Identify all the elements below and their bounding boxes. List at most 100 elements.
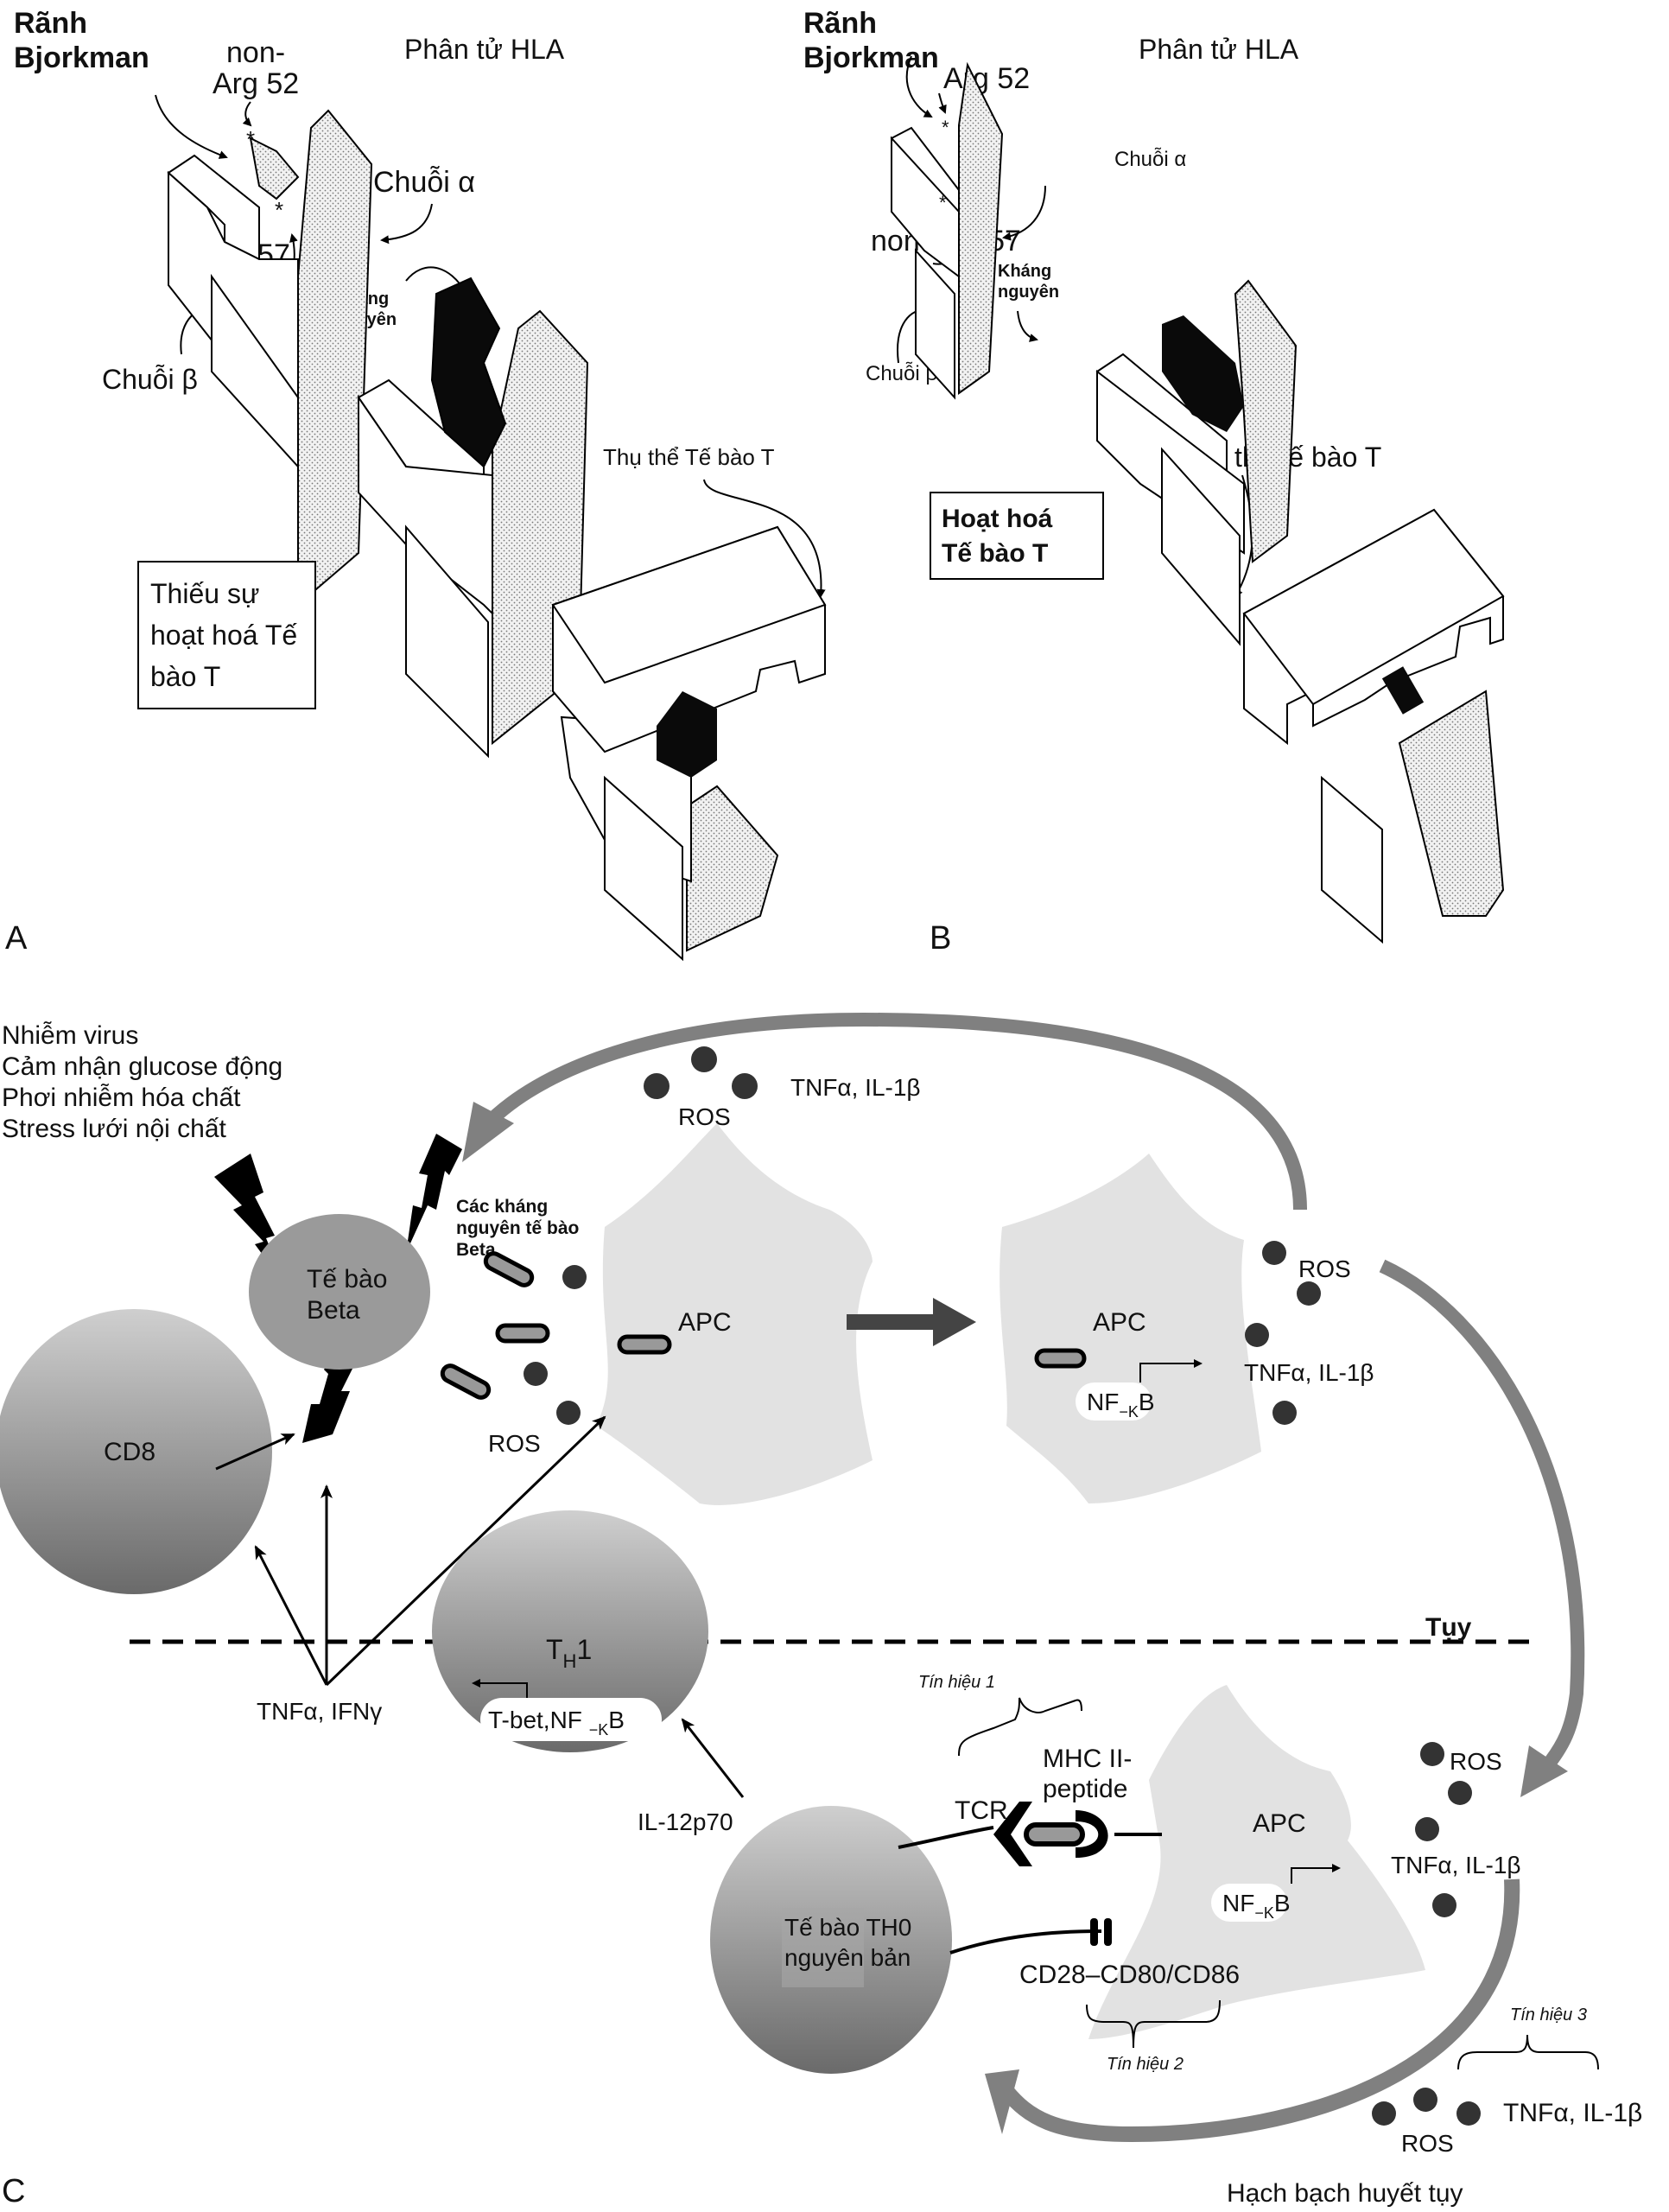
hla-tcr-complex [551, 525, 827, 962]
b-groove-label-line1: Rãnh [803, 7, 877, 40]
apc-cell-2 [999, 1154, 1261, 1503]
antigen-bolt-icon [406, 1134, 462, 1253]
panel-c: Nhiễm virus Cảm nhận glucose động Phơi n… [0, 1012, 1642, 2209]
mhc-receptor-icon [1076, 1810, 1108, 1858]
maturation-arrow-head [933, 1298, 976, 1346]
groove-label-line1: Rãnh [14, 7, 87, 40]
ros-dot [1456, 2101, 1481, 2126]
b-hla-molecule-with-antigen [1095, 279, 1298, 646]
residue-top-line2: Arg 52 [213, 67, 299, 100]
antigen-pills [440, 1251, 550, 1400]
beta-cell-label-line2: Beta [307, 1296, 360, 1325]
ros-dot [691, 1046, 717, 1072]
beta-antigens-line2: nguyên tế bào [456, 1218, 579, 1238]
th1-tf-box [480, 1698, 662, 1741]
th1-tf-label: T-bet,NF −KB [488, 1707, 625, 1738]
outcome-b-line2: Tế bào T [942, 539, 1048, 568]
outcome-box-a [137, 561, 316, 709]
antigen-pill-apc1 [617, 1334, 672, 1355]
signal-2-label: Tín hiệu 2 [1107, 2055, 1184, 2074]
th0-label-line1: Tế bào TH0 [784, 1914, 911, 1941]
il12-label: IL-12p70 [638, 1808, 733, 1835]
alpha-chain-arrow [380, 203, 433, 245]
cd80-bar-icon [1104, 1918, 1112, 1946]
nfkb-box-apc2 [1076, 1382, 1152, 1421]
ros-dot [1272, 1401, 1297, 1425]
ros-dot [524, 1362, 548, 1386]
tcr-label: Thụ thể Tế bào T [603, 444, 775, 470]
b-residue-top-label: Arg 52 [943, 62, 1030, 95]
b-antigen-arrow [1017, 310, 1038, 342]
signal-2-brace [1086, 1999, 1221, 2049]
b-residue-top-arrow [938, 92, 947, 114]
outcome-a-line1: Thiếu sự [150, 578, 259, 609]
ros-dot [1372, 2101, 1396, 2126]
cytokines-apc3: TNFα, IL-1β [1391, 1852, 1521, 1878]
feedback-arrow-right-head [1520, 1745, 1568, 1797]
b-groove-label-line2: Bjorkman [803, 41, 939, 74]
maturation-arrow-body [847, 1314, 937, 1330]
ros-dot [732, 1073, 758, 1099]
ros-dot [1415, 1817, 1439, 1841]
ifn-to-cd8-arrow [254, 1545, 328, 1686]
panel-a: Rãnh Bjorkman non- Arg 52 Phân tử HLA Ch… [5, 7, 827, 962]
ros-dot [644, 1073, 670, 1099]
nfkb-label-apc2: NF−KB [1087, 1389, 1155, 1421]
panel-c-letter: C [2, 2173, 25, 2209]
peptide-pill [1024, 1822, 1085, 1847]
b-antigen-label-line2: nguyên [998, 283, 1059, 302]
feedback-arrow-right [1379, 1259, 1585, 1771]
tcr-arrow [703, 479, 826, 598]
transcription-arrow-th1 [472, 1679, 528, 1698]
cd28-bar-icon [1090, 1918, 1098, 1946]
costim-line [949, 1929, 1102, 1955]
ros-label-apc3: ROS [1450, 1748, 1502, 1775]
feedback-arrow-top-head [462, 1102, 514, 1162]
cytokines-top: TNFα, IL-1β [790, 1074, 921, 1101]
panel-b-letter: B [930, 920, 951, 957]
apc-cell-1 [596, 1123, 873, 1505]
ros-dot [1245, 1323, 1269, 1347]
feedback-arrow-top [479, 1012, 1307, 1211]
b-antigen-shape [1162, 315, 1244, 432]
b-alpha-chain-label: Chuỗi α [1114, 148, 1186, 171]
groove-pointer-arrow [155, 94, 228, 159]
trigger-4: Stress lưới nội chất [2, 1115, 227, 1143]
hla-molecule-empty: * * [167, 109, 373, 607]
b-alpha-chain-arrow [1002, 185, 1046, 241]
th0-label-bg [782, 1908, 864, 1987]
ros-label-beta: ROS [488, 1430, 541, 1457]
il12-arrow [681, 1718, 745, 1798]
signal-3-label: Tín hiệu 3 [1510, 2005, 1587, 2024]
b-antigen-label-line1: Kháng [998, 262, 1051, 281]
mhc-label-line1: MHC II- [1043, 1745, 1132, 1773]
trigger-1: Nhiễm virus [2, 1021, 138, 1050]
panel-a-letter: A [5, 920, 28, 957]
signal-1-brace [958, 1697, 1082, 1757]
outcome-box-b [930, 492, 1104, 580]
tcr-label-c: TCR [955, 1796, 1008, 1825]
outcome-a-line2: hoạt hoá Tế [150, 620, 297, 651]
b-hla-molecule-empty: * * [890, 61, 1004, 400]
antigen-pill [440, 1363, 492, 1400]
pancreas-label: Tụy [1425, 1613, 1472, 1642]
alpha-chain-label: Chuỗi α [373, 166, 475, 199]
beta-cell-label-line1: Tế bào [307, 1265, 387, 1294]
trigger-2: Cảm nhận glucose động [2, 1052, 282, 1081]
apc-cell-3 [1088, 1685, 1425, 2039]
antigen-shape [430, 276, 507, 468]
beta-antigens-line3: Beta [456, 1240, 496, 1260]
nfkb-label-apc3: NF−KB [1222, 1890, 1291, 1922]
apc-label-1: APC [678, 1308, 732, 1337]
lymph-node-label: Hạch bạch huyết tụy [1227, 2179, 1463, 2208]
cytokines-apc2: TNFα, IL-1β [1244, 1359, 1374, 1386]
b-hla-tcr-complex [1242, 508, 1505, 944]
groove-label-line2: Bjorkman [14, 41, 149, 74]
apc-label-3: APC [1253, 1809, 1306, 1838]
ros-label-apc2: ROS [1298, 1255, 1351, 1282]
outcome-a-line3: bào T [150, 661, 220, 692]
feedback-arrow-bottom [1000, 1878, 1520, 2143]
tcr-mhc-interaction [898, 1802, 1162, 1866]
